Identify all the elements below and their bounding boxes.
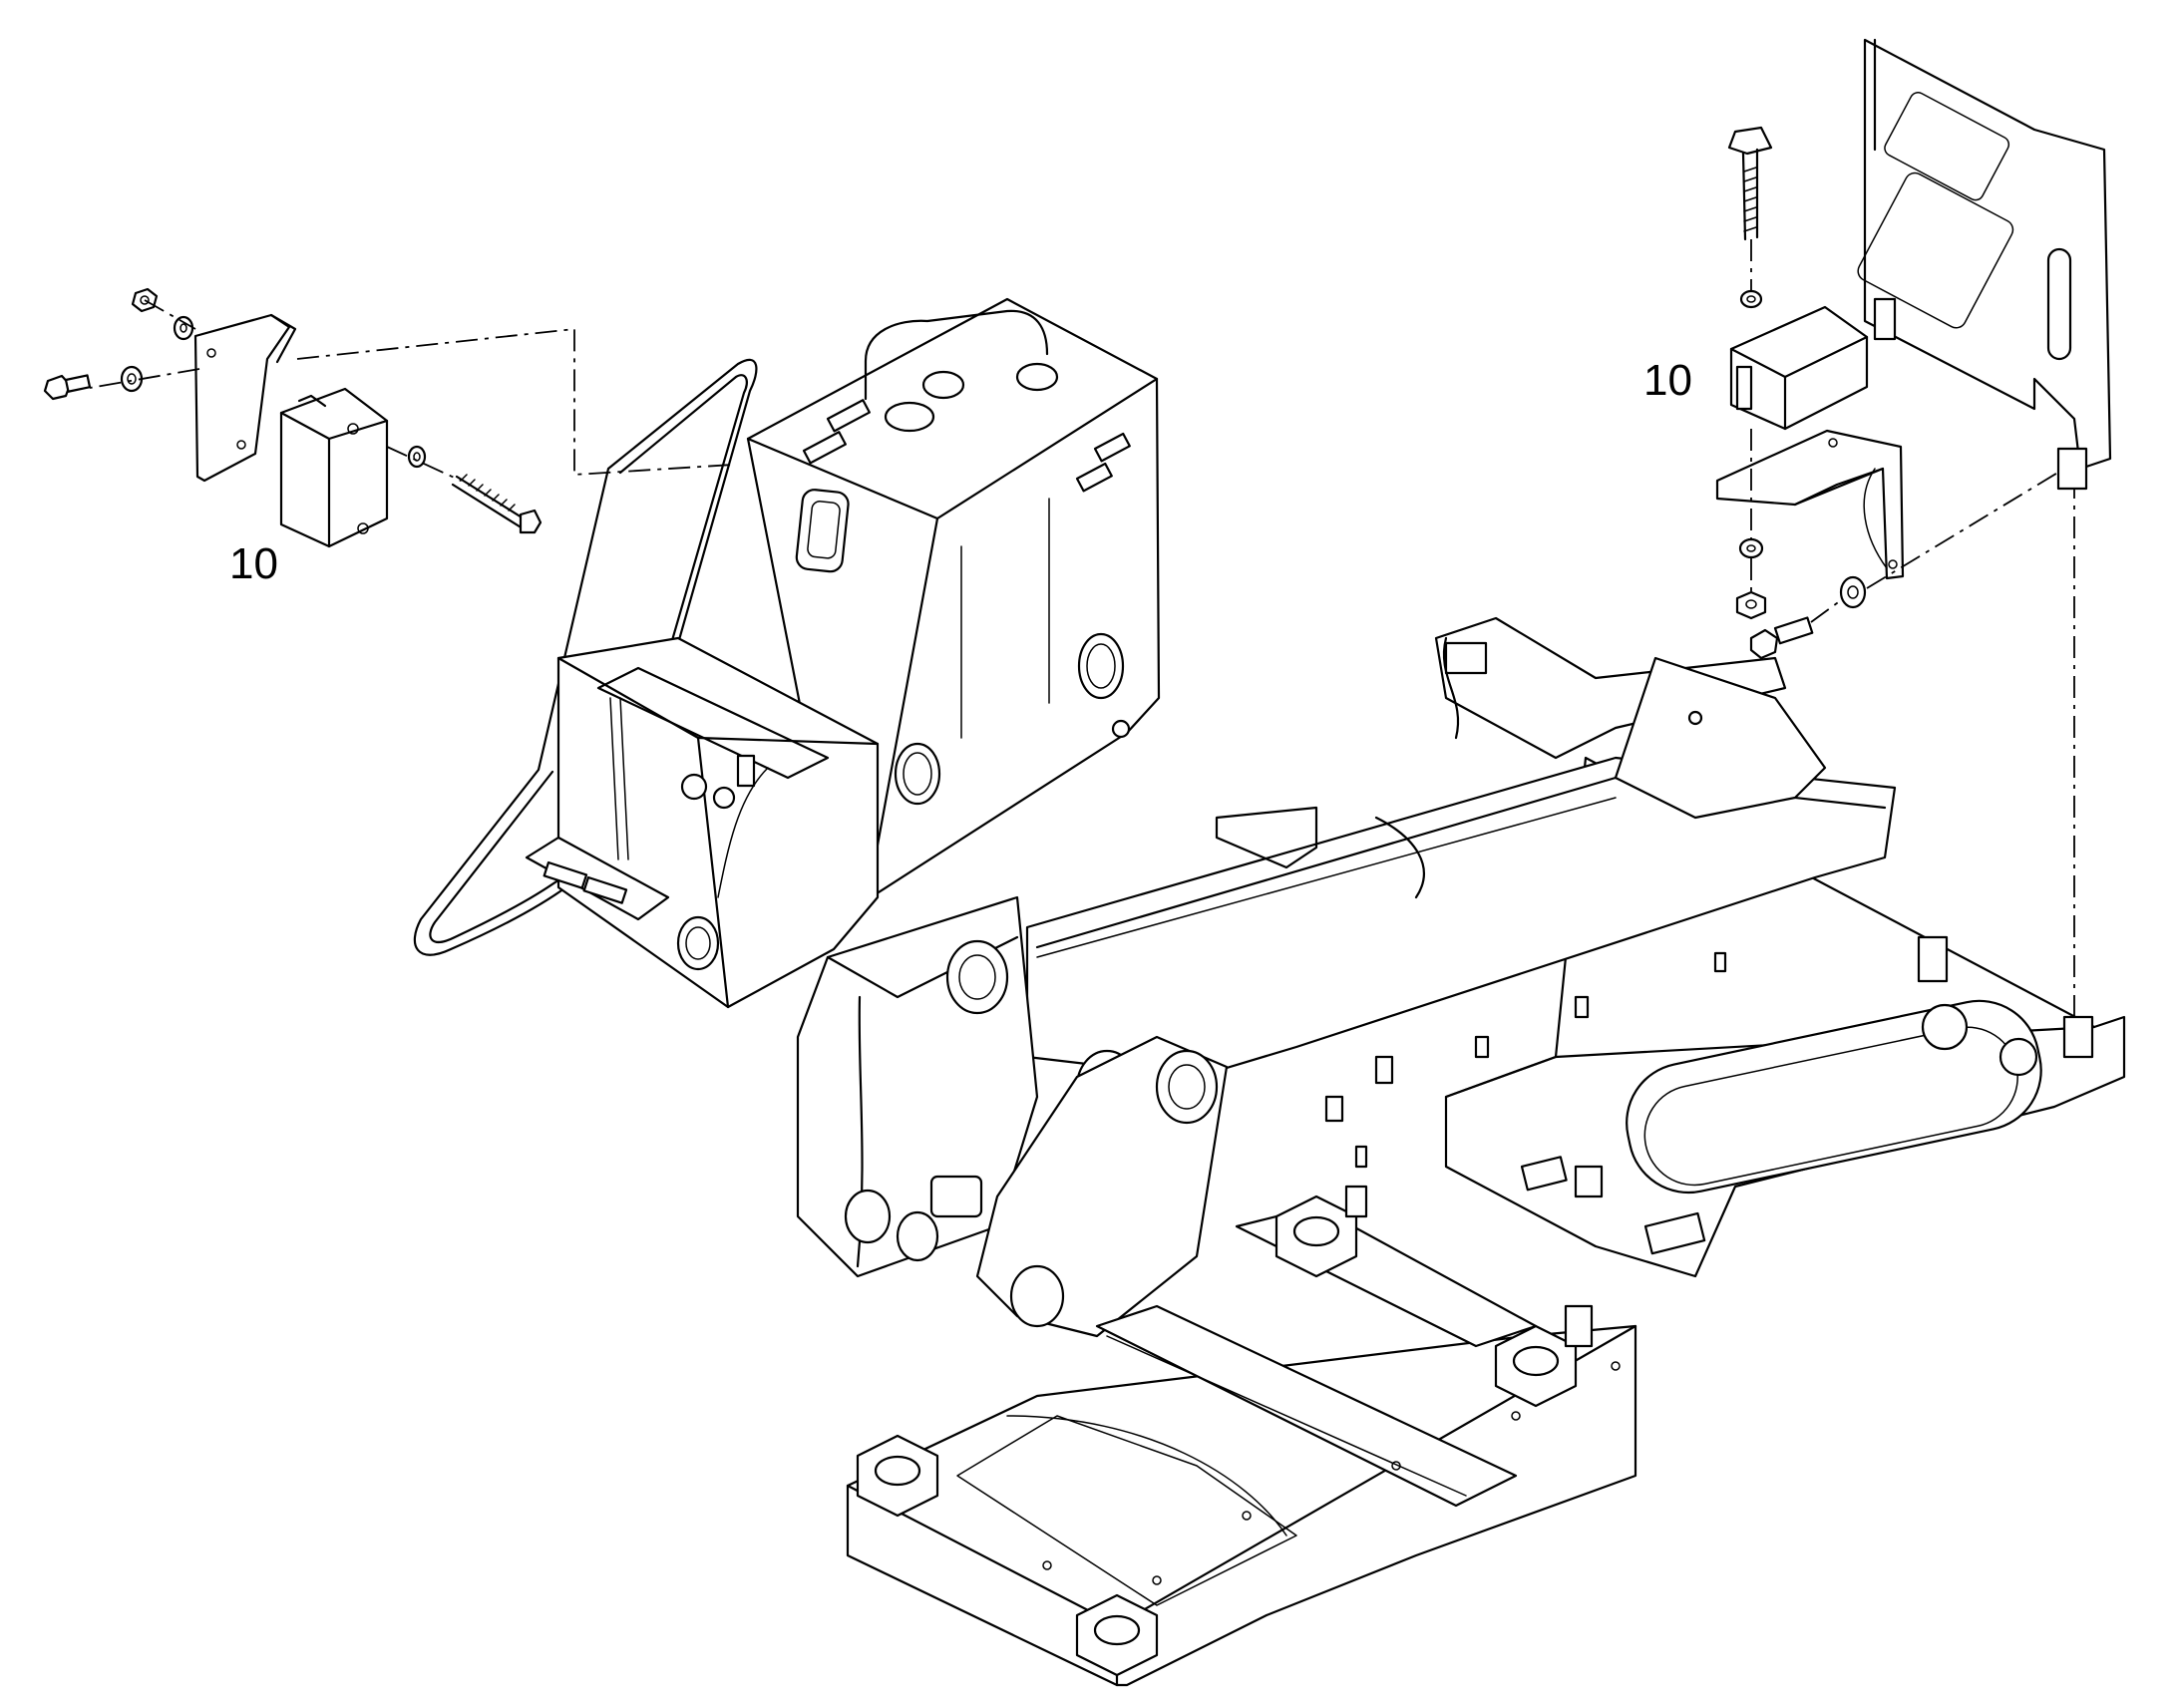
mounting-bracket bbox=[1715, 429, 1905, 580]
washer-icon bbox=[173, 315, 194, 341]
relay-box bbox=[1729, 305, 1869, 431]
bolt-icon bbox=[43, 374, 92, 401]
left-relay-assembly: 10 bbox=[43, 287, 734, 588]
bolt-icon bbox=[1749, 616, 1814, 660]
bolt-icon bbox=[1727, 126, 1773, 241]
mounting-bracket bbox=[193, 313, 297, 483]
callout-label-right: 10 bbox=[1643, 356, 1692, 405]
upper-frame bbox=[796, 616, 2126, 1338]
right-relay-assembly: 10 bbox=[1643, 38, 2112, 1017]
hydraulic-tank-assembly bbox=[413, 297, 1161, 1009]
side-panel bbox=[1857, 38, 2112, 491]
washer-icon bbox=[1738, 537, 1764, 559]
washer-icon bbox=[1839, 575, 1867, 609]
nut-icon bbox=[1735, 590, 1767, 620]
washer-icon bbox=[120, 365, 144, 393]
relay-box bbox=[279, 387, 389, 548]
callout-label-left: 10 bbox=[229, 539, 278, 588]
washer-icon bbox=[407, 445, 427, 469]
bolt-icon bbox=[451, 474, 543, 534]
lower-frame bbox=[846, 1185, 1637, 1687]
washer-icon bbox=[1739, 289, 1763, 309]
